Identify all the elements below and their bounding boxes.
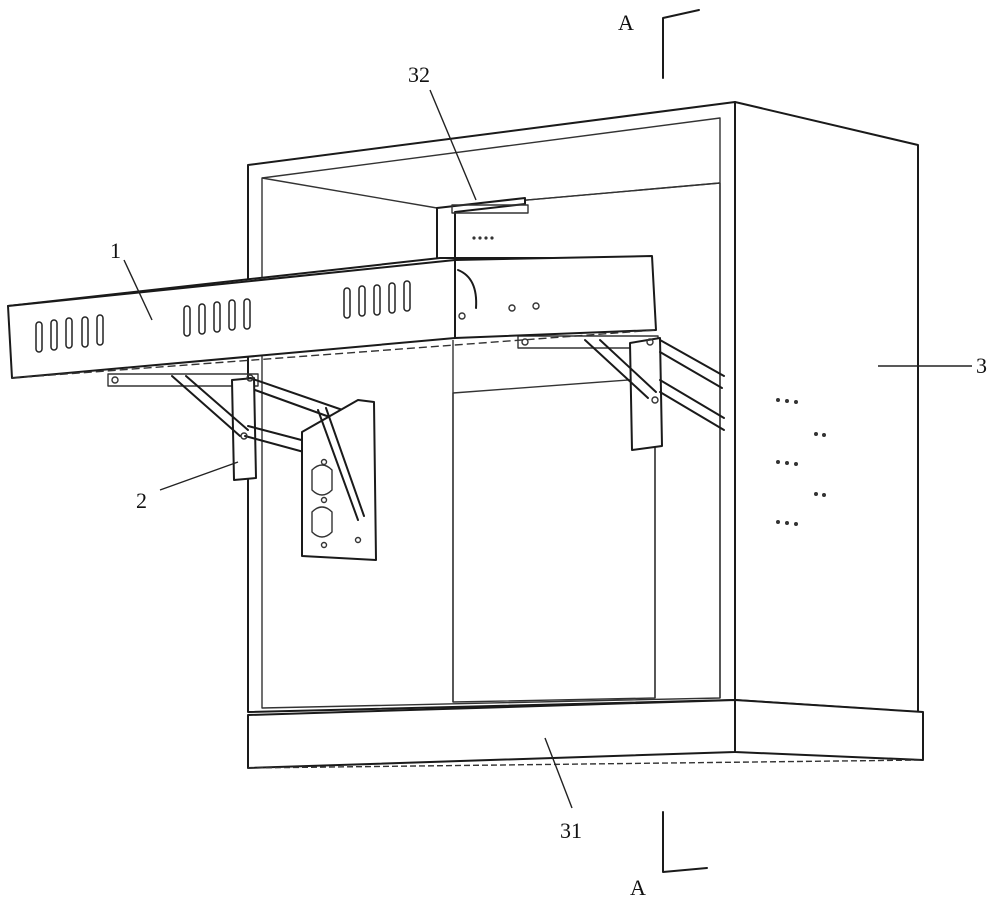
- side-panel-vents: [776, 398, 826, 526]
- callouts: 1 2 3 31 32: [110, 62, 987, 843]
- drawer-handle: [457, 269, 478, 309]
- callout-1: 1: [110, 238, 121, 263]
- leader-32: [429, 89, 477, 201]
- section-arrow-bottom: [662, 811, 708, 873]
- callout-31: 31: [560, 818, 582, 843]
- arm-bracket: [231, 377, 257, 481]
- leader-2: [159, 461, 239, 491]
- cabinet-side-panel: [734, 101, 919, 713]
- section-line: A A: [618, 9, 708, 900]
- section-arrow-top: [662, 9, 700, 79]
- left-arm: [107, 373, 377, 561]
- leader-31: [544, 737, 573, 809]
- right-arm: [517, 335, 725, 451]
- callout-3: 3: [976, 353, 987, 378]
- section-mark-bottom: A: [630, 875, 646, 900]
- drawer-vents: [35, 280, 411, 353]
- section-mark-top: A: [618, 10, 634, 35]
- drawer-end: [454, 255, 657, 339]
- base: [247, 699, 924, 769]
- callout-2: 2: [136, 488, 147, 513]
- drawer: [7, 255, 657, 379]
- callout-32: 32: [408, 62, 430, 87]
- top-module-lip: [451, 204, 529, 214]
- leader-1: [123, 259, 153, 321]
